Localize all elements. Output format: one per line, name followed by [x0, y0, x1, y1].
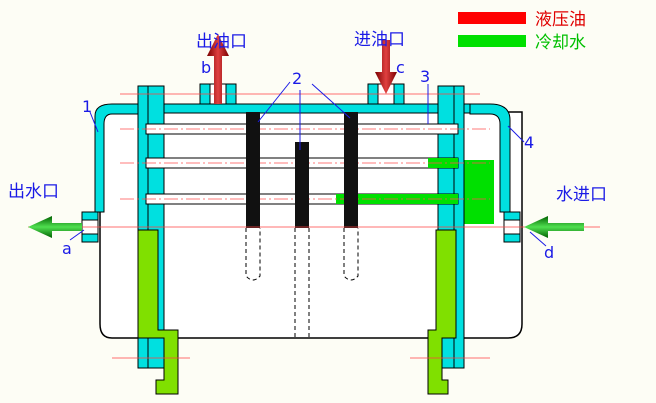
- legend: 液压油 冷却水: [458, 10, 586, 53]
- marker-1: 1: [82, 97, 92, 116]
- marker-3: 3: [420, 67, 430, 86]
- oil-outlet-arrow: [207, 34, 229, 104]
- oil-inlet-arrow: [375, 40, 397, 94]
- marker-2: 2: [292, 69, 302, 88]
- marker-4: 4: [524, 133, 534, 152]
- baffle-left-hidden: [245, 228, 261, 281]
- right-cover-wall: [469, 103, 511, 213]
- leader-1: [89, 111, 99, 133]
- legend-water-label: 冷却水: [535, 33, 586, 53]
- baffle-right-hidden: [343, 228, 359, 281]
- water-inlet-arrow: [524, 216, 584, 238]
- right-support: [427, 229, 457, 395]
- leader-a: [69, 229, 85, 241]
- left-cover-wall: [94, 103, 141, 213]
- water-inlet-label: 水进口: [556, 185, 607, 205]
- marker-a: a: [62, 239, 72, 258]
- supports: [137, 229, 457, 395]
- top-shell-bar: [139, 103, 471, 114]
- water-arrows: [28, 216, 584, 238]
- oil-inlet-label: 进油口: [354, 30, 405, 50]
- leader-2c: [311, 83, 351, 119]
- marker-b: b: [201, 58, 211, 77]
- water-outlet-label: 出水口: [8, 182, 59, 202]
- left-support: [137, 229, 179, 395]
- baffle-center: [295, 142, 309, 228]
- oil-outlet-label: 出油口: [196, 32, 247, 52]
- marker-c: c: [396, 58, 405, 77]
- legend-water-swatch: [458, 35, 526, 47]
- markers: a b c d 1 2 3 4: [62, 58, 554, 262]
- leader-2a: [257, 81, 291, 123]
- leader-4: [507, 125, 525, 143]
- leader-lines: [69, 81, 547, 247]
- tube-middle-water: [428, 158, 458, 168]
- baffle-center-hidden: [294, 228, 310, 338]
- legend-oil-label: 液压油: [535, 10, 586, 30]
- port-labels: 出油口 进油口 出水口 水进口: [8, 30, 607, 205]
- baffle-left: [246, 112, 260, 228]
- baffles: [245, 112, 359, 338]
- marker-d: d: [544, 243, 554, 262]
- baffle-right: [344, 112, 358, 228]
- oil-arrows: [207, 34, 397, 104]
- leader-d: [529, 231, 547, 247]
- legend-oil-swatch: [458, 12, 526, 24]
- water-outlet-arrow: [28, 216, 82, 238]
